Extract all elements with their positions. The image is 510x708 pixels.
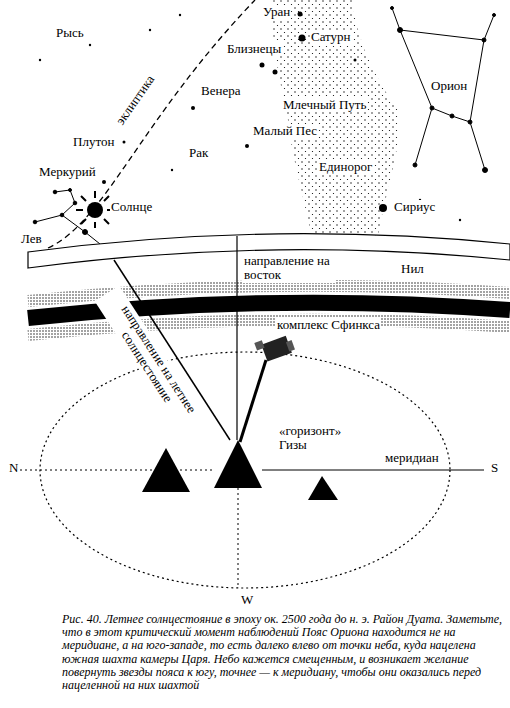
constellation-label: Близнецы <box>226 42 282 56</box>
east-line <box>236 236 237 440</box>
direction-label: направление на восток <box>243 254 335 283</box>
milky-way <box>272 0 399 240</box>
meridian-label: меридиан <box>384 451 440 465</box>
north-axis <box>20 470 214 471</box>
figure-caption: Рис. 40. Летнее солнцестояние в эпоху ок… <box>62 613 504 692</box>
planet-label: Сатурн <box>310 30 352 44</box>
planet-label: Меркурий <box>38 165 97 179</box>
constellation-label: Рысь <box>55 26 85 40</box>
constellation-label: Рак <box>188 146 209 160</box>
direction-label: направление на летнее солнцестояние <box>95 285 210 441</box>
orion-constellation <box>391 7 496 173</box>
pyramid <box>308 476 338 500</box>
river-bank <box>28 320 510 335</box>
compass-label: W <box>240 593 254 607</box>
planet-label: Уран <box>262 5 291 19</box>
stars <box>39 12 461 222</box>
ecliptic <box>48 0 255 248</box>
milky-way-label: Млечный Путь <box>282 98 367 112</box>
sun-label: Солнце <box>110 200 153 214</box>
constellation-label: Орион <box>430 79 468 93</box>
constellation-label: Лев <box>20 232 43 246</box>
river-label: Нил <box>400 262 425 276</box>
constellation-label: Единорог <box>318 160 373 174</box>
horizon-label: «горизонт» Гизы <box>278 424 355 453</box>
planet-label: Венера <box>200 84 241 98</box>
sun-symbol <box>76 191 114 228</box>
constellation-label: Малый Пес <box>252 124 318 138</box>
compass-label: N <box>8 461 19 475</box>
meridian-line <box>262 470 484 471</box>
causeway <box>240 360 266 442</box>
west-axis <box>238 488 239 588</box>
great-pyramid <box>214 440 262 488</box>
compass-label: S <box>490 461 499 475</box>
star-label: Сириус <box>393 200 436 214</box>
planet-label: Плутон <box>72 135 115 149</box>
ecliptic-label: эклиптика <box>112 72 157 128</box>
leo-constellation <box>33 189 100 245</box>
sphinx-complex <box>254 331 295 364</box>
pyramid <box>142 448 190 492</box>
sphinx-label: комплекс Сфинкса <box>276 318 381 332</box>
